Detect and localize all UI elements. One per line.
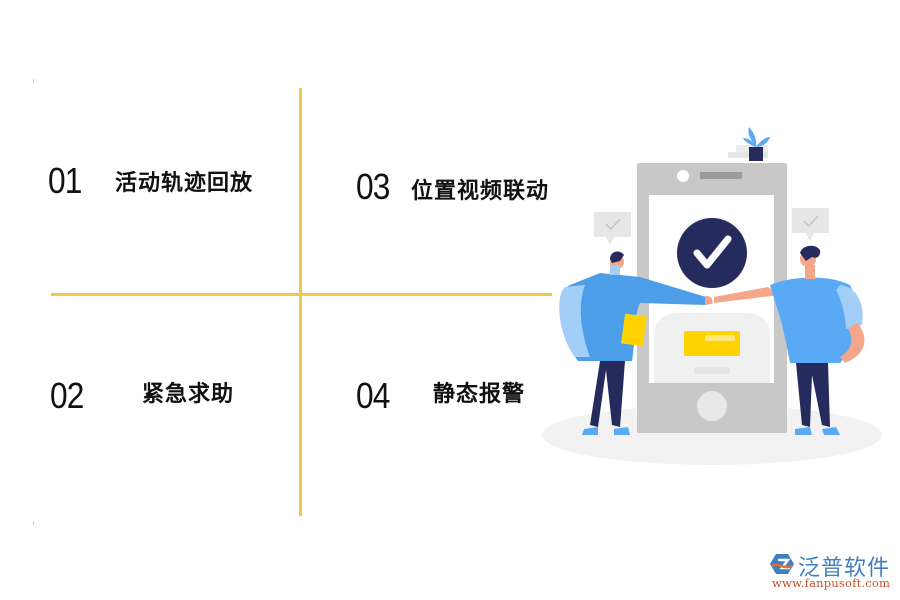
- person-right: [714, 245, 865, 435]
- feature-label: 静态报警: [433, 382, 526, 407]
- feature-label: 活动轨迹回放: [115, 171, 254, 196]
- feature-label: 位置视频联动: [411, 179, 550, 204]
- feature-number: 02: [50, 375, 84, 416]
- check-circle-icon: [677, 218, 747, 288]
- corner-mark: [33, 79, 34, 83]
- corner-mark: [33, 521, 34, 525]
- logo-name: 泛普软件: [798, 556, 891, 581]
- horizontal-divider: [51, 293, 552, 296]
- feature-label: 紧急求助: [142, 382, 235, 407]
- teamwork-illustration: [542, 127, 882, 465]
- chat-bubble-right-icon: [792, 208, 829, 241]
- logo-url: www.fanpusoft.com: [772, 576, 891, 590]
- vertical-divider: [299, 88, 302, 516]
- person-left: [559, 251, 713, 435]
- logo-mark-icon: [770, 554, 794, 574]
- feature-number: 03: [356, 166, 390, 207]
- plant-icon: [728, 127, 770, 161]
- brand-logo: 泛普软件 www.fanpusoft.com: [770, 550, 895, 595]
- chat-bubble-left-icon: [594, 212, 631, 245]
- feature-number: 01: [48, 160, 82, 201]
- feature-number: 04: [356, 375, 390, 416]
- floor-shadow: [542, 405, 882, 465]
